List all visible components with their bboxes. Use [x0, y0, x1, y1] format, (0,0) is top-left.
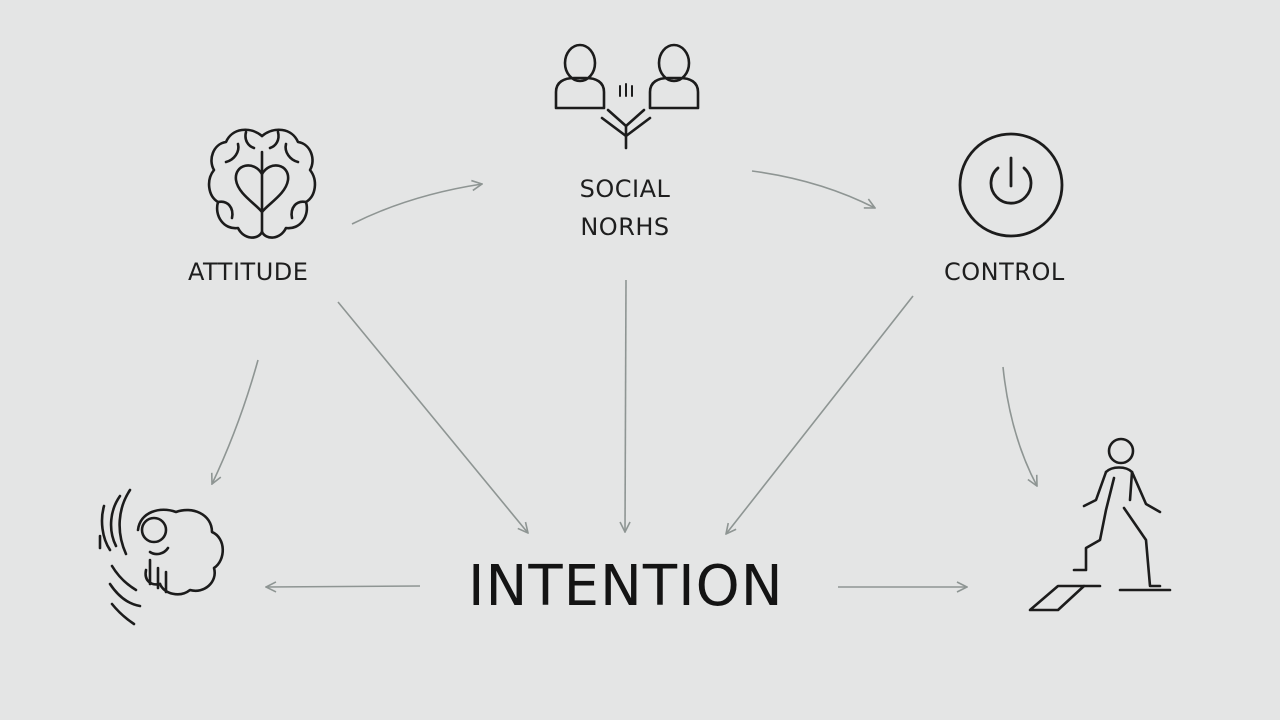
social-norms-label-line1: SOCIAL	[579, 175, 671, 203]
arrow-control-to-intention	[726, 295, 914, 534]
arrow-attitude-to-social	[351, 184, 482, 225]
power-button-icon	[958, 132, 1064, 238]
arrow-social-to-control	[751, 170, 875, 208]
person-climbing-steps-icon	[1028, 437, 1172, 612]
social-norms-label: SOCIAL NORHS	[566, 170, 684, 246]
control-label: CONTROL	[944, 258, 1065, 286]
arrow-attitude-to-left	[212, 359, 259, 484]
arrows	[212, 170, 1037, 587]
head-thinking-icon	[98, 488, 225, 626]
intention-label: INTENTION	[468, 554, 784, 619]
arrow-control-to-behavior	[1002, 366, 1037, 486]
arrow-intention-to-left	[266, 586, 421, 587]
social-norms-label-line2: NORHS	[580, 213, 670, 241]
two-people-icon	[554, 43, 700, 150]
arrow-social-to-intention	[625, 279, 626, 532]
brain-heart-icon	[207, 128, 317, 239]
attitude-label: ATTITUDE	[188, 258, 309, 286]
arrow-attitude-to-intention	[337, 301, 528, 533]
